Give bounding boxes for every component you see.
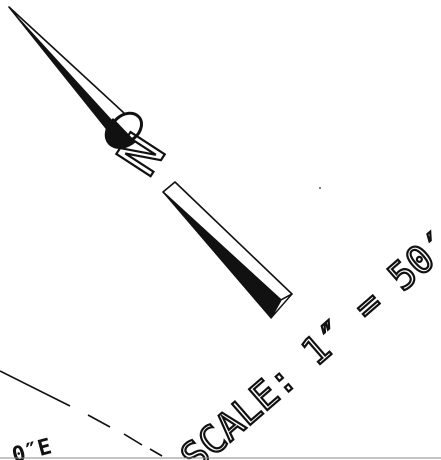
speck — [319, 187, 321, 189]
north-arrow-needle-fill — [9, 7, 128, 143]
property-line-solid — [0, 370, 71, 407]
north-arrow: N — [8, 6, 293, 319]
bearing-fragment: 0″E — [9, 434, 54, 460]
north-arrow-tail-tip — [270, 293, 293, 319]
bearing-fragment-text: 0″E — [9, 434, 54, 460]
north-arrow-tail-shadow — [162, 191, 282, 319]
north-arrow-ring-fill — [104, 118, 136, 149]
property-line — [0, 370, 163, 457]
property-line-dash-3 — [149, 448, 163, 457]
scale-label: SCALE: 1″ = 50′ — [171, 220, 441, 460]
north-arrow-tail — [162, 181, 293, 301]
scale-label-text: SCALE: 1″ = 50′ — [172, 221, 441, 460]
property-line-dash-2 — [123, 433, 143, 446]
property-line-dash-1 — [87, 414, 111, 428]
